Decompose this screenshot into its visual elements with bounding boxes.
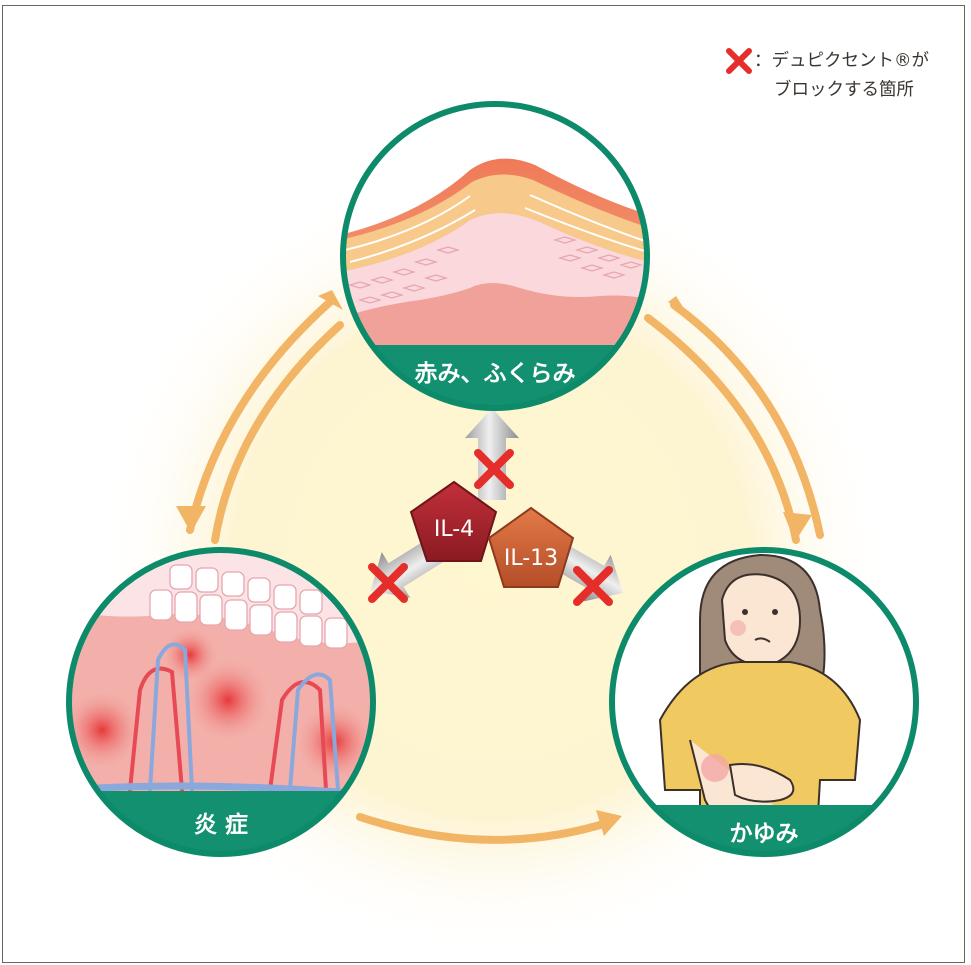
label-il4: IL-4 (404, 517, 504, 542)
legend-text-line1: ：デュピクセント®が (754, 47, 929, 75)
label-itch: かゆみ (664, 814, 864, 848)
legend: ：デュピクセント®が ブロックする箇所 (724, 46, 929, 104)
label-redness-swelling: 赤み、ふくらみ (395, 354, 595, 388)
legend-row-1: ：デュピクセント®が (724, 46, 929, 76)
red-x-icon (724, 46, 754, 76)
label-il13: IL-13 (481, 546, 581, 571)
label-inflammation: 炎 症 (121, 805, 321, 839)
legend-text-line2: ブロックする箇所 (724, 76, 929, 104)
